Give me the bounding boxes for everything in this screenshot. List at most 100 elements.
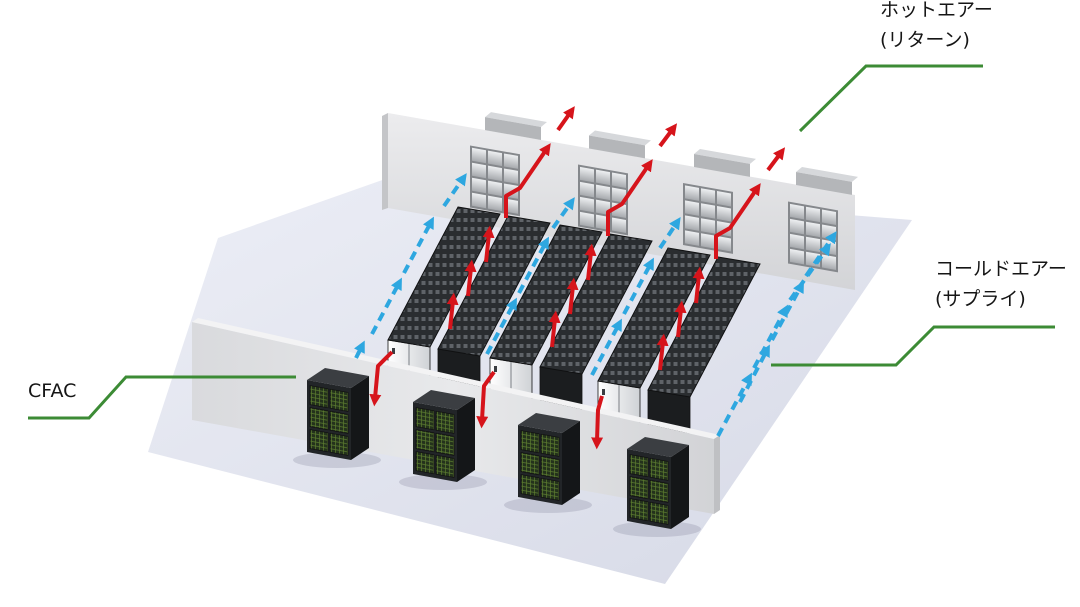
hot-air-arrow [369, 350, 394, 407]
cfac-shadow [399, 474, 487, 490]
hot-air-arrow [584, 243, 597, 281]
cfac-coil-panel [309, 385, 329, 409]
grille-pane [488, 195, 502, 212]
return-air-unit [694, 149, 756, 177]
cfac-unit [613, 437, 701, 537]
return-air-unit [589, 130, 651, 159]
hot-air-arrow [548, 310, 561, 348]
grille-pane [472, 192, 486, 209]
cold-air-leader-line [771, 325, 1055, 367]
cfac-coil-panel [649, 501, 669, 525]
cfac-coil-panel [540, 433, 560, 457]
rack-door-handle [494, 366, 497, 372]
hot-air-arrow [504, 143, 551, 218]
cfac-coil-panel [329, 410, 349, 434]
grille-pane [580, 211, 594, 228]
hot-air-arrow [591, 395, 604, 450]
cold-air-arrow [804, 231, 837, 278]
cfac-coil-panel [329, 432, 349, 456]
grille-pane [612, 172, 626, 188]
cfac-unit [504, 413, 592, 513]
grille-pane [596, 184, 610, 201]
cfac-side-face [351, 376, 369, 460]
grille-pane [685, 185, 699, 201]
front-wall-top-edge [192, 318, 720, 439]
rack-top-face [387, 206, 501, 348]
grille-pane [488, 180, 502, 197]
grille-pane [580, 166, 594, 183]
grille-pane [822, 209, 836, 225]
grille-pane [612, 217, 626, 233]
grille-pane [701, 233, 715, 249]
cfac-coil-panel [520, 452, 540, 476]
hot-air-label-line2: (リターン) [880, 29, 970, 51]
cfac-coil-panel [309, 429, 329, 453]
grille-pane [472, 162, 486, 179]
grille-pane [580, 196, 594, 213]
cold-air-arrow [370, 277, 402, 335]
return-air-unit [485, 112, 547, 140]
grille-pane [701, 203, 715, 219]
hot-air-arrow [658, 123, 678, 148]
cold-air-arrow [354, 340, 365, 359]
rack-door-handle [392, 348, 395, 354]
grille-pane [790, 218, 804, 235]
cfac-coil-panel [629, 454, 649, 478]
back-wall-edge [382, 113, 388, 210]
cold-air-arrow [716, 372, 752, 437]
return-air-unit-body [694, 153, 750, 177]
grille-pane [701, 218, 715, 234]
grille-pane [717, 236, 731, 252]
hot-air-arrow [606, 159, 653, 236]
cfac-unit [293, 368, 381, 468]
return-air-unit-body [796, 171, 852, 195]
hot-air-label-line1: ホットエアー [880, 0, 993, 21]
hot-air-arrow [556, 106, 575, 132]
hot-air-arrows [369, 106, 786, 450]
grille-pane [472, 177, 486, 194]
hot-air-arrow [566, 277, 579, 315]
cfac-coil-panel [435, 432, 455, 456]
grille-pane [717, 206, 731, 222]
cfac-top-face [307, 368, 369, 388]
front-wall-end [714, 435, 720, 514]
hot-air-leader-line [798, 64, 983, 133]
cfac-coil-panel [329, 388, 349, 412]
cfac-coil-panel [435, 410, 455, 434]
cold-air-arrow [770, 280, 804, 341]
return-air-unit-top [796, 166, 858, 182]
cfac-panels [415, 407, 455, 478]
cfac-side-face [457, 398, 475, 482]
return-air-unit-top [589, 130, 651, 146]
grille-pane [612, 187, 626, 203]
hot-air-arrow [464, 259, 477, 297]
rack-top-face [597, 247, 711, 389]
cold-air-arrow [622, 257, 654, 315]
cold-air-label: コールドエアー (サプライ) [935, 254, 1067, 314]
rack-top-face [647, 256, 761, 398]
cold-air-label-line2: (サプライ) [935, 288, 1026, 310]
cfac-panels [629, 454, 669, 525]
rack-row [597, 247, 711, 425]
grille-pane [472, 147, 486, 164]
return-air-grille [578, 164, 628, 236]
cfac-top-face [413, 390, 475, 410]
cold-air-arrow [658, 217, 681, 250]
hot-air-arrow [656, 333, 669, 371]
grille-pane [488, 150, 502, 167]
grille-pane [685, 200, 699, 216]
cfac-coil-panel [520, 430, 540, 454]
hot-air-arrow [674, 300, 687, 338]
return-air-grille [470, 145, 520, 217]
hot-air-arrow [476, 370, 496, 429]
return-air-unit [796, 166, 858, 195]
cfac-shadow [504, 497, 592, 513]
cfac-coil-panel [415, 451, 435, 475]
cfac-coil-panel [309, 407, 329, 431]
cfac-label: CFAC [28, 376, 76, 406]
cfac-coil-panel [520, 474, 540, 498]
cfac-coil-panel [649, 479, 669, 503]
hot-air-arrow [714, 183, 761, 259]
return-air-grille [788, 201, 838, 273]
grille-pane [701, 188, 715, 204]
